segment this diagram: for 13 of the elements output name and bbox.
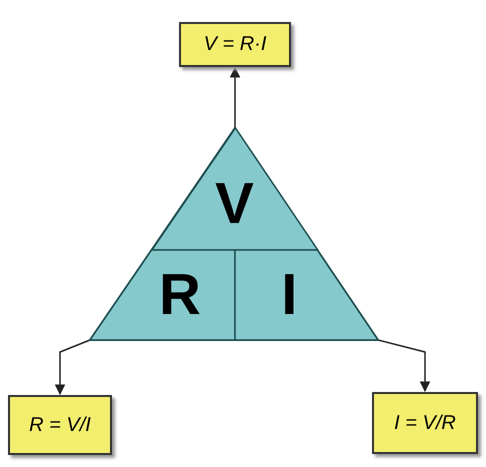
formula-box: R = V/I	[8, 395, 112, 455]
variable-letter: I	[281, 266, 298, 324]
triangle-section	[90, 250, 235, 340]
triangle-section	[235, 250, 378, 340]
variable-letter: R	[158, 266, 201, 324]
arrow	[378, 339, 430, 392]
formula-box: I = V/R	[372, 392, 478, 454]
variable-letter: V	[215, 174, 254, 233]
triangle-shape	[90, 128, 378, 340]
arrow	[230, 66, 240, 128]
arrow	[54, 339, 90, 396]
formula-box: V = R·I	[179, 22, 291, 67]
triangle-section	[152, 128, 318, 250]
